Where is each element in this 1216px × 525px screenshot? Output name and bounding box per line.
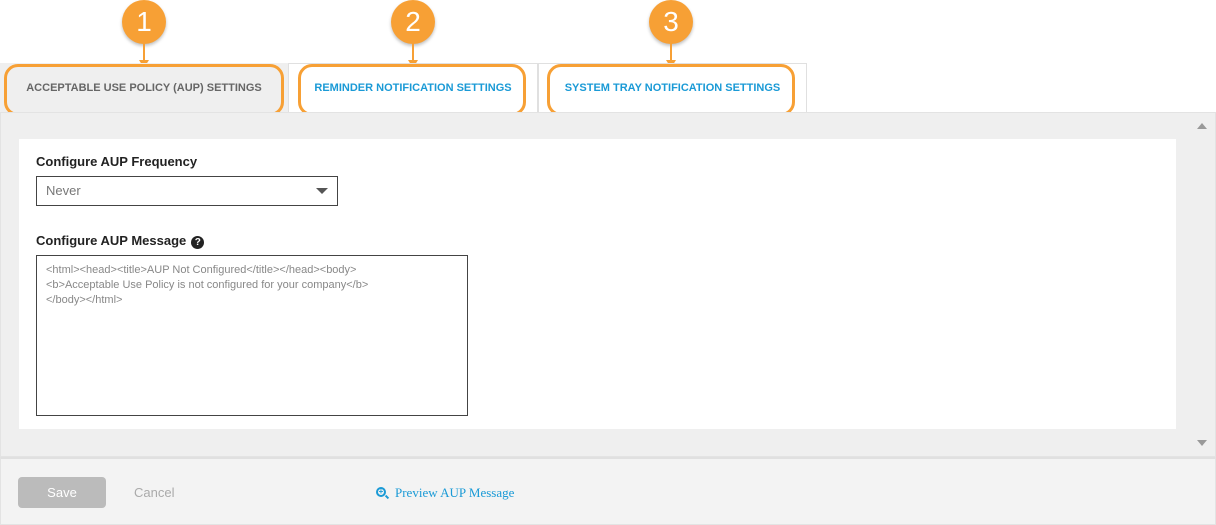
scroll-down-arrow-icon[interactable] [1197,440,1207,446]
callout-3-line [670,42,672,62]
frequency-dropdown[interactable]: Never [36,176,338,206]
help-icon[interactable]: ? [191,236,205,249]
aup-message-textarea[interactable]: <html><head><title>AUP Not Configured</t… [36,255,468,416]
message-label-row: Configure AUP Message? [36,233,205,249]
save-button[interactable]: Save [18,477,106,508]
tab-system-tray-label: SYSTEM TRAY NOTIFICATION SETTINGS [564,82,781,94]
message-label: Configure AUP Message [36,233,187,248]
aup-settings-card: Configure AUP Frequency Never Configure … [19,139,1176,429]
tab-reminder-notification-settings[interactable]: REMINDER NOTIFICATION SETTINGS [288,63,538,112]
callout-1: 1 [122,0,166,44]
tab-aup-settings[interactable]: ACCEPTABLE USE POLICY (AUP) SETTINGS [0,63,288,112]
frequency-selected-value: Never [46,183,81,198]
content-panel: Configure AUP Frequency Never Configure … [0,112,1216,457]
callout-1-line [143,42,145,62]
settings-tabs: ACCEPTABLE USE POLICY (AUP) SETTINGS REM… [0,63,807,112]
cancel-button[interactable]: Cancel [134,485,175,500]
footer-bar: Save Cancel + Preview AUP Message [0,457,1216,525]
tab-reminder-label: REMINDER NOTIFICATION SETTINGS [314,82,512,94]
callout-2-line [412,42,414,62]
tab-aup-settings-label: ACCEPTABLE USE POLICY (AUP) SETTINGS [26,82,262,94]
preview-aup-message-link[interactable]: + Preview AUP Message [376,477,514,508]
tab-system-tray-notification-settings[interactable]: SYSTEM TRAY NOTIFICATION SETTINGS [538,63,807,112]
callout-3: 3 [649,0,693,44]
preview-aup-message-label: Preview AUP Message [395,485,515,500]
frequency-label: Configure AUP Frequency [36,154,198,169]
chevron-down-icon [316,188,328,194]
scroll-up-arrow-icon[interactable] [1197,123,1207,129]
callout-2: 2 [391,0,435,44]
zoom-in-icon: + [376,486,390,499]
